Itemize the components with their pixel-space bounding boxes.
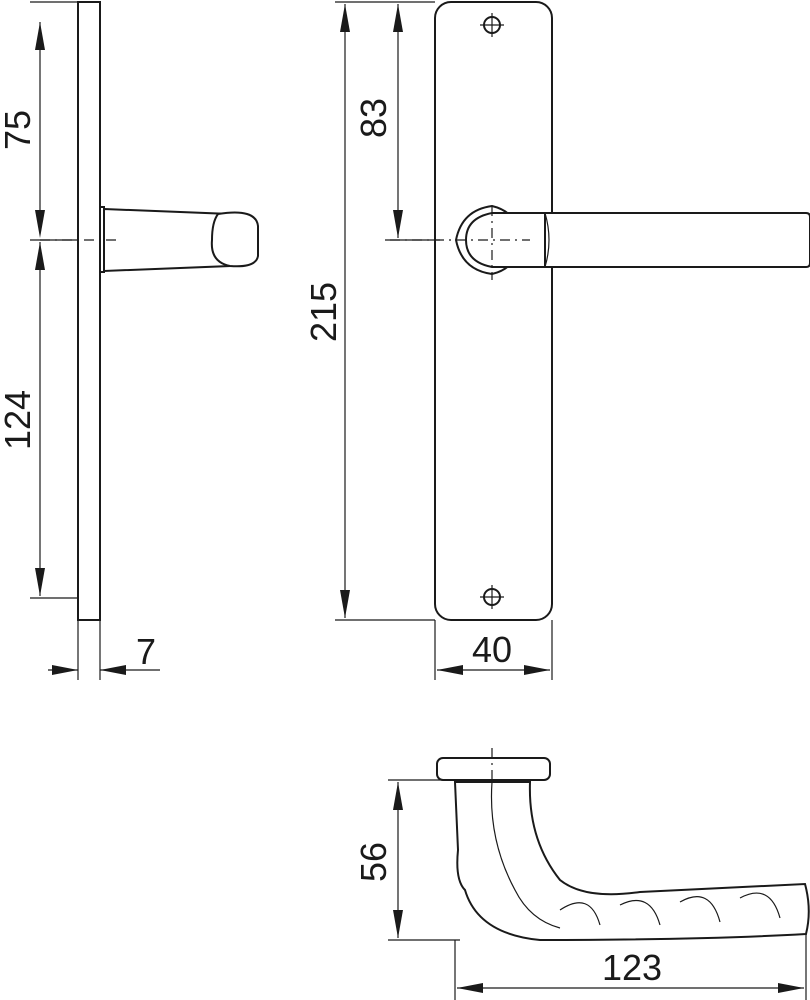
- arrow: [524, 665, 550, 675]
- arrow: [393, 4, 403, 32]
- arrow: [778, 983, 804, 993]
- arrow: [340, 590, 350, 618]
- arrow: [35, 22, 45, 50]
- lever-rose-disc: [436, 757, 551, 781]
- arrow: [393, 210, 403, 238]
- side-plate: [77, 1, 101, 621]
- side-handle-end: [210, 211, 259, 268]
- dim-label-75: 75: [0, 110, 38, 150]
- arrow: [393, 782, 403, 810]
- dim-label-124: 124: [0, 390, 38, 450]
- front-plate: [434, 1, 553, 621]
- side-view: 75 124 7: [0, 1, 259, 680]
- screw-top: [480, 13, 504, 37]
- arrow: [35, 242, 45, 270]
- dim-label-56: 56: [353, 842, 394, 882]
- front-view: 215 83 40: [303, 1, 810, 680]
- arrow: [100, 665, 126, 675]
- arrow: [35, 568, 45, 596]
- arrow: [35, 210, 45, 238]
- dim-label-7: 7: [136, 631, 156, 672]
- lever-body: [453, 781, 810, 942]
- arrow: [393, 910, 403, 938]
- lever-profile-view: 56 123: [353, 748, 810, 1000]
- lever-grip-4: [739, 892, 781, 919]
- arrow: [52, 665, 78, 675]
- arrow: [437, 665, 463, 675]
- front-lever: [464, 212, 810, 268]
- dim-label-215: 215: [303, 282, 344, 342]
- front-lever-curve: [544, 212, 550, 268]
- dim-label-83: 83: [353, 98, 394, 138]
- dim-label-40: 40: [472, 629, 512, 670]
- dim-label-123: 123: [602, 947, 662, 988]
- lever-grip-1: [559, 902, 601, 926]
- lever-grip-2: [619, 900, 661, 926]
- arrow: [457, 983, 483, 993]
- lever-grip-3: [679, 896, 721, 923]
- arrow: [340, 4, 350, 32]
- screw-bottom: [480, 585, 504, 609]
- lever-inner-line: [490, 781, 561, 929]
